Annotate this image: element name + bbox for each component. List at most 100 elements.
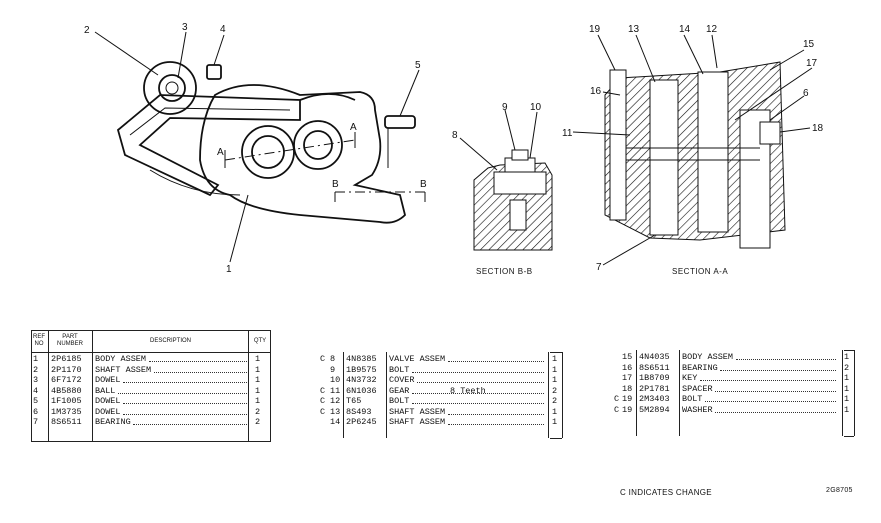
ref-no: 12 [330,396,341,406]
description: SPACER [682,383,713,394]
ref-no: 11 [330,385,341,396]
section-mark-b-right: B [420,179,427,190]
description: GEAR [389,385,410,396]
ref-no: 16 [622,362,633,373]
callout-14: 14 [679,24,691,35]
dot-leader [117,386,247,394]
dot-leader [123,396,247,404]
change-flag: C [614,394,620,404]
quantity: 1 [255,375,261,385]
callout-10: 10 [530,102,542,113]
part-number: 4N4035 [639,352,670,362]
dot-leader [123,407,247,415]
ref-no: 2 [33,364,39,375]
quantity: 1 [844,383,850,394]
ref-no: 19 [622,404,633,415]
dot-leader [448,354,544,362]
exploded-parts-drawing: 2 3 4 5 1 A A B B 9 10 8 SECTION B-B [84,22,824,276]
description: BEARING [95,417,131,427]
change-flag: C [614,404,620,415]
description: KEY [682,373,698,383]
callout-18: 18 [812,123,824,134]
quantity: 1 [552,375,558,385]
description: BALL [95,385,116,396]
part-number: T65 [346,396,362,406]
callout-13: 13 [628,24,640,35]
quantity: 1 [552,364,558,375]
table-row: 2 2P1170 SHAFT ASSEM 1 [31,365,271,376]
description: BODY ASSEM [682,352,734,362]
header-description: DESCRIPTION [149,338,191,344]
callout-9: 9 [502,102,508,113]
part-number: 2M3403 [639,394,670,404]
description: SHAFT ASSEM [389,417,446,427]
dot-leader [448,417,544,425]
part-number: 2P6185 [51,354,82,364]
quantity: 2 [552,385,558,396]
part-number: 2P1170 [51,364,82,375]
description: VALVE ASSEM [389,354,446,364]
callout-12: 12 [706,24,718,35]
ref-no: 18 [622,383,633,394]
ref-no: 13 [330,406,341,417]
part-number: 2P6245 [346,417,377,427]
caption-section-bb: SECTION B-B [476,267,533,276]
callout-17: 17 [806,58,818,69]
quantity: 1 [844,394,850,404]
description: BOLT [682,394,703,404]
callout-7: 7 [596,262,602,273]
header-part-number: PART NUMBER [56,334,83,347]
callout-8: 8 [452,130,458,141]
description: BOLT [389,396,410,406]
dot-leader [736,352,836,360]
ref-no: 3 [33,375,39,385]
dot-leader [715,405,836,413]
callout-16: 16 [590,86,602,97]
ref-no: 1 [33,354,39,364]
ref-no: 5 [33,396,39,406]
section-mark-b-left: B [332,179,339,190]
quantity: 2 [255,417,261,427]
part-number: 8S493 [346,406,372,417]
change-flag: C [320,396,326,406]
description: SHAFT ASSEM [95,364,152,375]
quantity: 1 [844,373,850,383]
description: DOWEL [95,375,121,385]
section-bb-view [459,109,553,251]
dot-leader [715,384,836,392]
section-mark-a-left: A [217,147,224,158]
quantity: 1 [255,364,261,375]
dot-leader [123,375,247,383]
caption-section-aa: SECTION A-A [672,267,728,276]
change-flag: C [320,406,326,417]
dot-leader [417,375,544,383]
dot-leader [154,365,247,373]
quantity: 1 [255,385,261,396]
quantity: 1 [844,352,850,362]
section-mark-a-right: A [350,122,357,133]
description: DOWEL [95,406,121,417]
part-number: 4B5880 [51,385,82,396]
ref-no: 4 [33,385,39,396]
part-number: 1B9575 [346,364,377,375]
description: BODY ASSEM [95,354,147,364]
quantity: 2 [844,362,850,373]
part-number: 1F1005 [51,396,82,406]
callout-3: 3 [182,22,188,33]
